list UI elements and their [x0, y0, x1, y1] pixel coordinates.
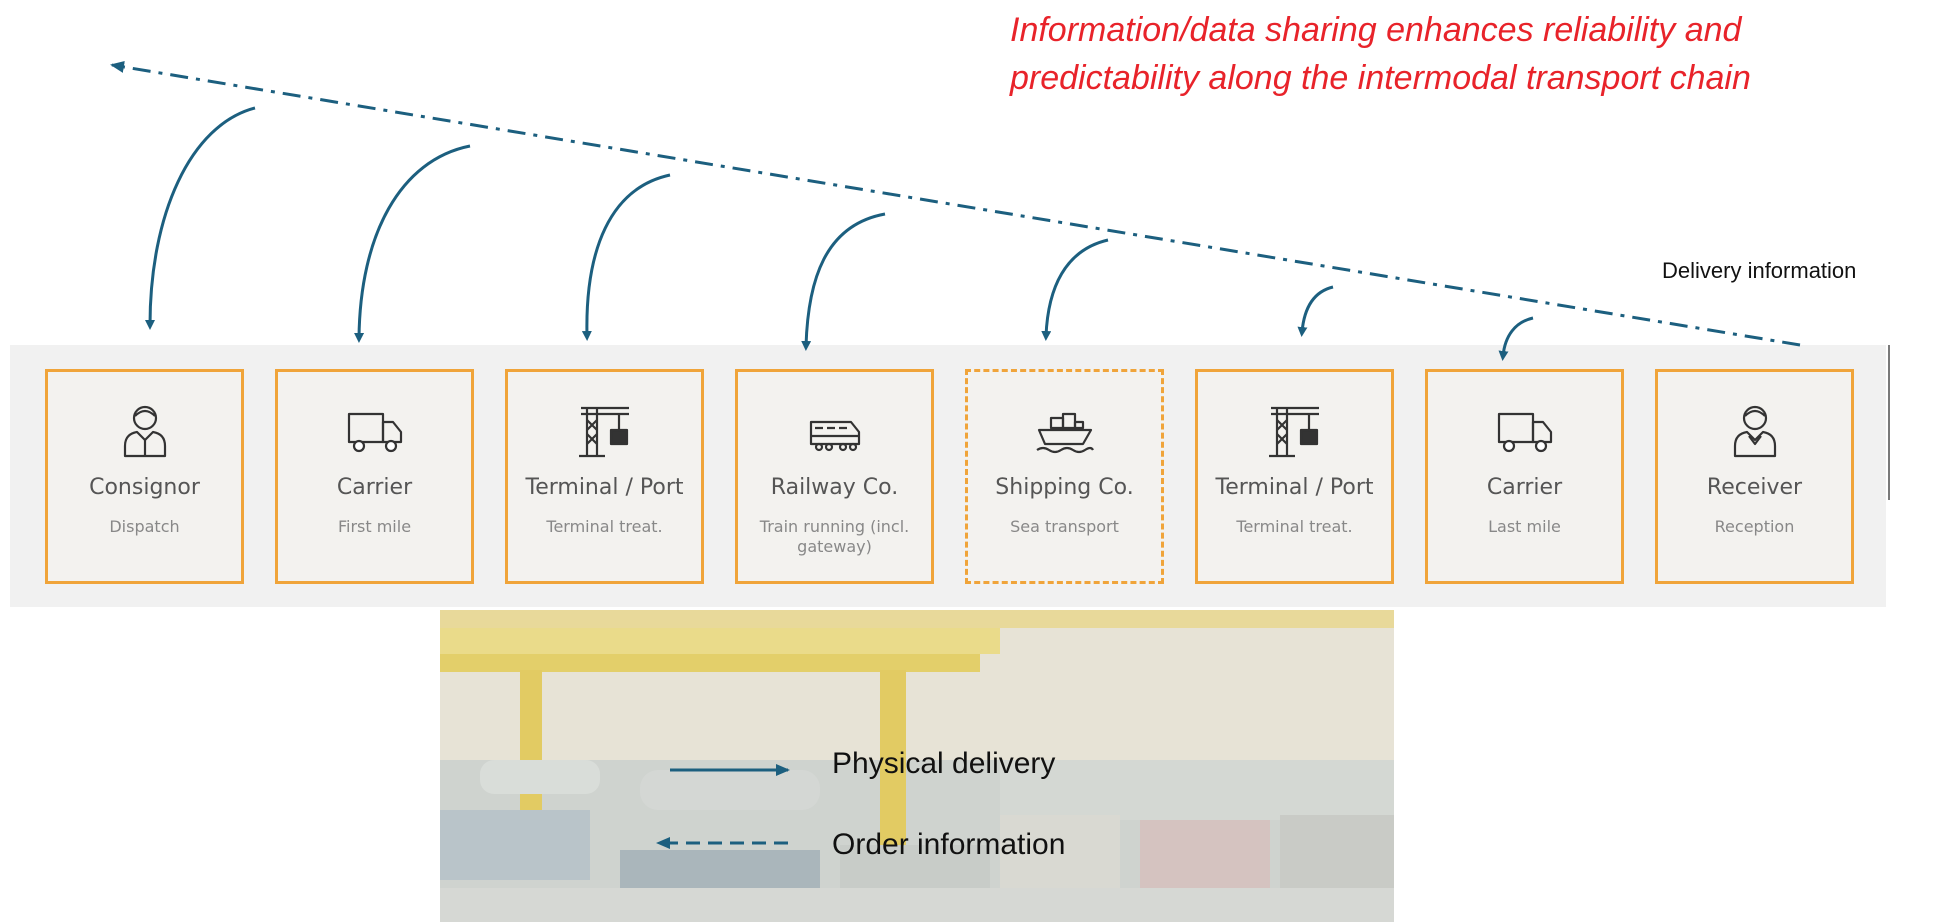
- actor-task: Dispatch: [109, 517, 180, 536]
- actor-role: Carrier: [1486, 475, 1563, 500]
- info-arrow-carrier-first-mile: [354, 144, 471, 343]
- actor-task: Sea transport: [1010, 517, 1119, 536]
- truck-icon: [1495, 400, 1555, 460]
- truck-icon: [345, 400, 405, 460]
- crane-icon: [1265, 400, 1325, 460]
- headline: Information/data sharing enhances reliab…: [1010, 6, 1751, 102]
- actor-card-carrier-last-mile: Carrier Last mile: [1425, 369, 1624, 584]
- actor-role: Terminal / Port: [525, 475, 684, 500]
- actor-role: Shipping Co.: [995, 475, 1134, 500]
- actor-task: Terminal treat.: [546, 517, 663, 536]
- actor-card-railway-co: Railway Co. Train running (incl. gateway…: [735, 369, 934, 584]
- info-arrow-consignor: [145, 106, 256, 330]
- train-icon: [805, 400, 865, 460]
- actor-card-terminal-port-2: Terminal / Port Terminal treat.: [1195, 369, 1394, 584]
- info-arrow-railway-co: [801, 212, 886, 351]
- delivery-information-arrow: [110, 61, 1801, 347]
- info-arrow-shipping-co: [1041, 238, 1109, 341]
- actor-task: Terminal treat.: [1236, 517, 1353, 536]
- actor-task: First mile: [337, 517, 412, 536]
- band-divider: [1888, 345, 1890, 500]
- legend-physical-delivery-label: Physical delivery: [832, 747, 1056, 780]
- ship-icon: [1035, 400, 1095, 460]
- actor-card-consignor: Consignor Dispatch: [45, 369, 244, 584]
- intermodal-terminal-photo: [440, 610, 1394, 922]
- crane-icon: [575, 400, 635, 460]
- actor-role: Receiver: [1706, 475, 1803, 500]
- info-arrow-terminal-port-1: [581, 173, 671, 341]
- actor-task: Train running (incl. gateway): [759, 517, 910, 556]
- delivery-information-label: Delivery information: [1662, 258, 1857, 283]
- actor-card-terminal-port-1: Terminal / Port Terminal treat.: [505, 369, 704, 584]
- person-icon: [1725, 400, 1785, 460]
- actor-task: Last mile: [1488, 517, 1561, 536]
- actor-role: Consignor: [89, 475, 200, 500]
- person-icon: [115, 400, 175, 460]
- headline-line-2: predictability along the intermodal tran…: [1010, 59, 1751, 97]
- info-arrow-terminal-port-2: [1297, 285, 1334, 337]
- actor-role: Railway Co.: [770, 475, 899, 500]
- actor-card-shipping-co: Shipping Co. Sea transport: [965, 369, 1164, 584]
- actor-task: Reception: [1714, 517, 1795, 536]
- actor-role: Terminal / Port: [1215, 475, 1374, 500]
- actor-role: Carrier: [336, 475, 413, 500]
- actor-card-carrier-first-mile: Carrier First mile: [275, 369, 474, 584]
- actor-card-receiver: Receiver Reception: [1655, 369, 1854, 584]
- headline-line-1: Information/data sharing enhances reliab…: [1010, 11, 1742, 49]
- terminal-photo-illustration: [440, 610, 1394, 922]
- legend-order-information-label: Order information: [832, 828, 1066, 861]
